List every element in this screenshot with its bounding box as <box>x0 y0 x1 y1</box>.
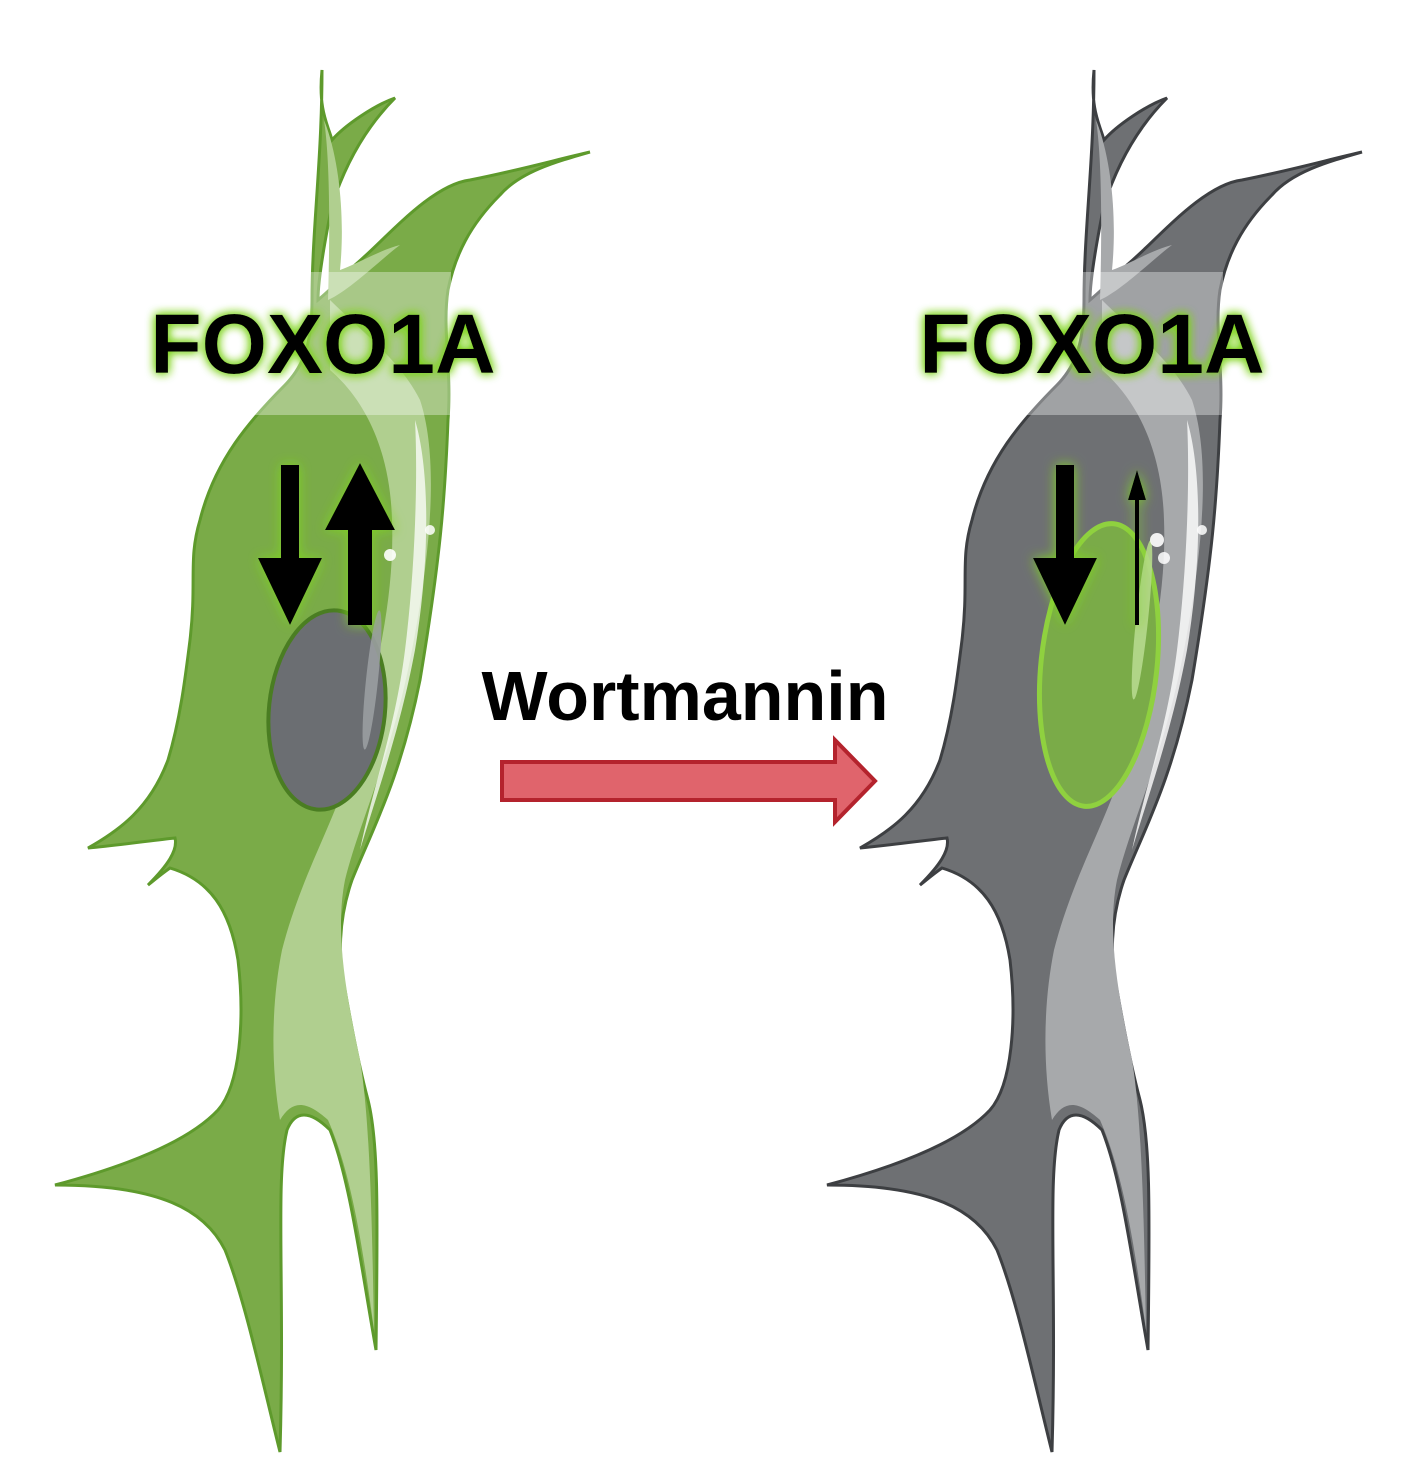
right-export-arrow-icon <box>1128 470 1146 625</box>
left-nucleus <box>266 608 388 812</box>
right-flux-arrows <box>1033 465 1146 625</box>
left-protein-label: FOXO1A <box>150 297 495 391</box>
left-flux-arrows <box>258 463 395 625</box>
right-label-band <box>1027 272 1223 415</box>
right-vesicle <box>1197 525 1207 535</box>
right-protein-label: FOXO1A <box>919 297 1264 391</box>
right-import-arrow-icon <box>1033 465 1097 625</box>
left-cell-highlight-top <box>324 120 400 300</box>
left-nucleus-shine <box>362 610 382 750</box>
treatment-arrow-icon <box>500 735 878 827</box>
right-vesicle <box>1150 533 1164 547</box>
right-vesicle <box>1158 552 1170 564</box>
left-label-band <box>255 272 451 415</box>
right-cell-highlight-top <box>1096 120 1172 300</box>
left-import-arrow-icon <box>258 465 322 625</box>
left-cell-shine <box>360 420 427 850</box>
left-vesicle <box>425 525 435 535</box>
left-export-arrow-icon <box>325 463 395 625</box>
right-cell-highlight <box>1045 300 1203 1330</box>
right-cell-shine <box>1132 420 1199 850</box>
left-cell <box>53 68 592 1454</box>
left-vesicle <box>384 549 396 561</box>
treatment-label: Wortmannin <box>481 657 888 735</box>
left-cell-highlight <box>273 300 431 1330</box>
right-nucleus-shine <box>1131 540 1153 700</box>
